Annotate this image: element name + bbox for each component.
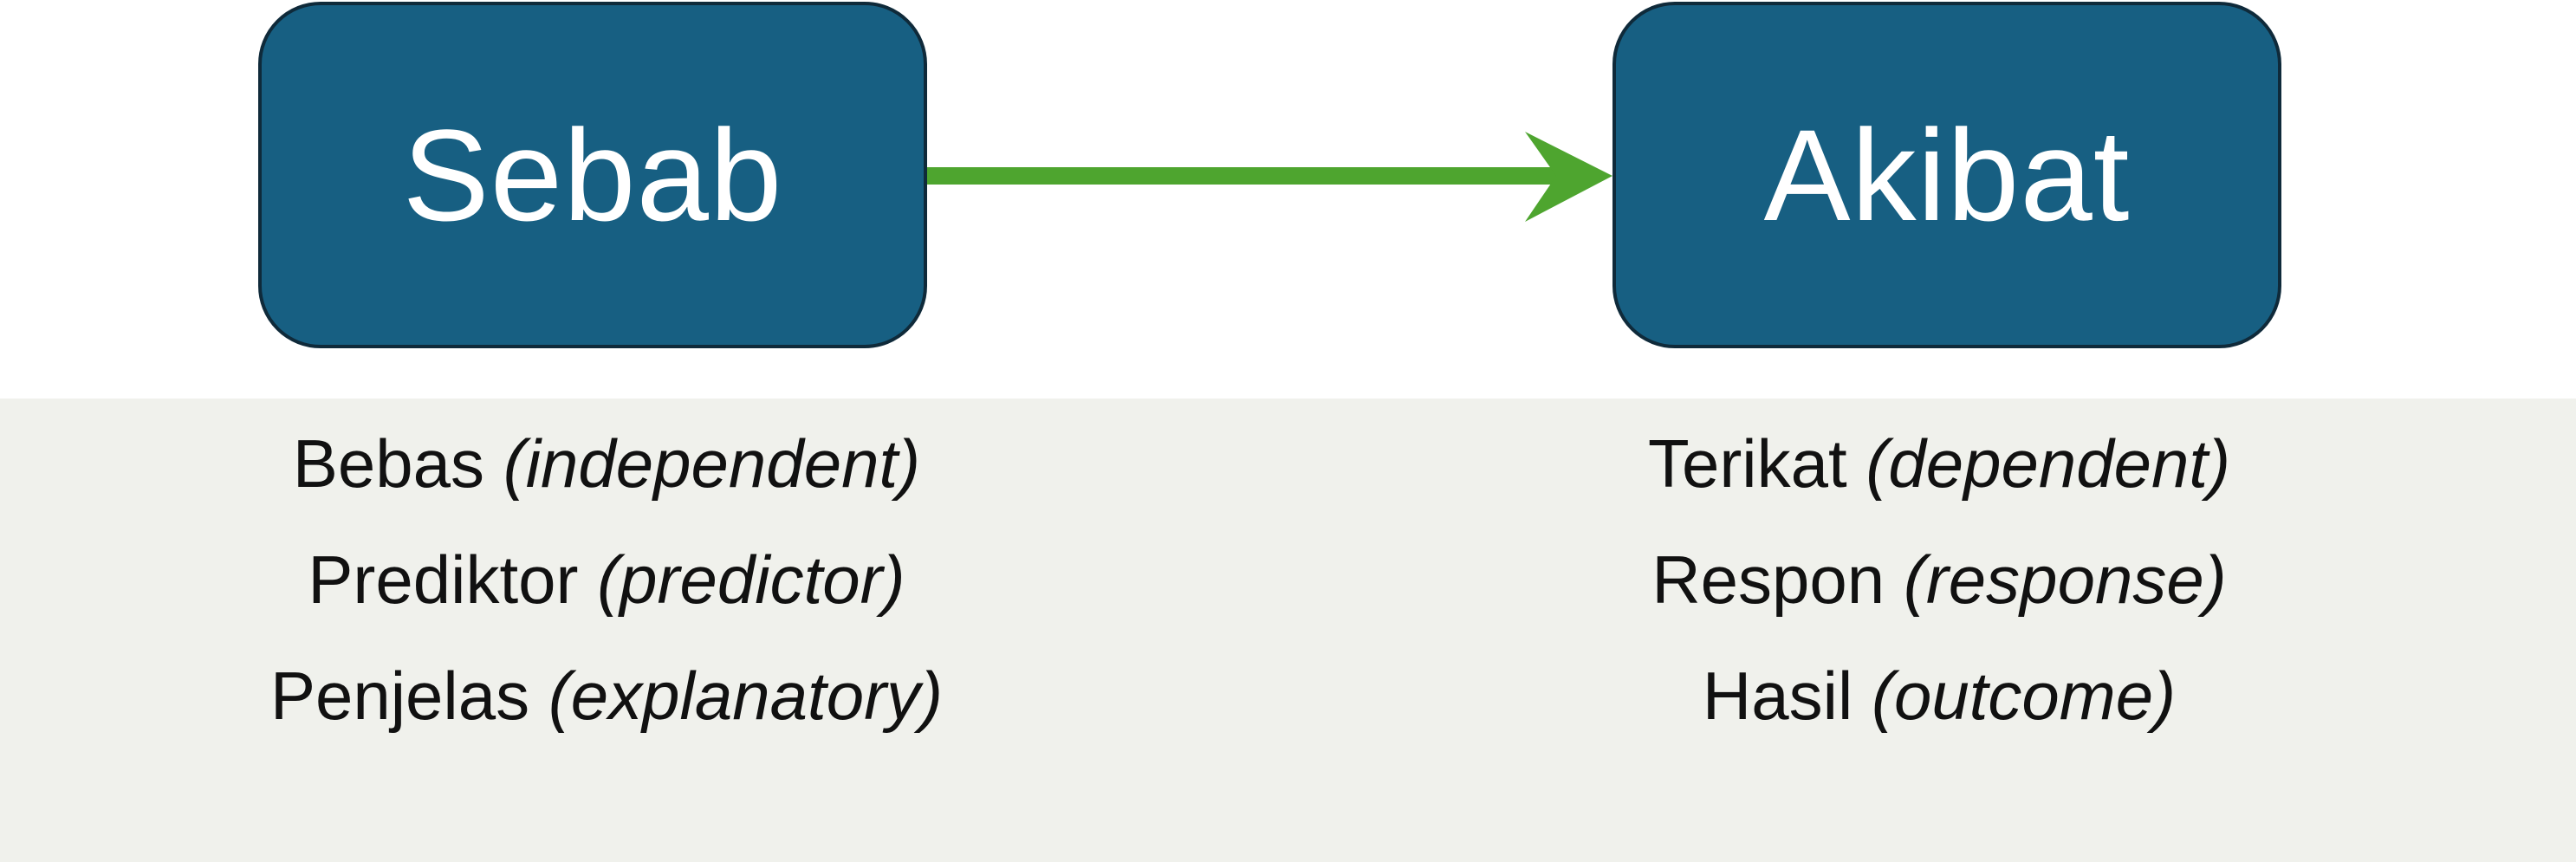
effect-term: Respon (response)	[1506, 522, 2372, 638]
term-english: (dependent)	[1865, 425, 2231, 502]
effect-terms-list: Terikat (dependent) Respon (response) Ha…	[1506, 405, 2372, 754]
term-word: Hasil	[1702, 658, 1853, 734]
cause-term: Penjelas (explanatory)	[173, 638, 1040, 754]
arrow-head-icon	[1525, 132, 1612, 222]
term-english: (predictor)	[597, 541, 905, 618]
term-word: Respon	[1651, 541, 1885, 618]
effect-term: Hasil (outcome)	[1506, 638, 2372, 754]
cause-label: Sebab	[402, 101, 783, 248]
effect-label: Akibat	[1763, 101, 2131, 248]
effect-term: Terikat (dependent)	[1506, 405, 2372, 522]
effect-box: Akibat	[1612, 2, 2281, 348]
term-english: (independent)	[503, 425, 921, 502]
term-word: Terikat	[1647, 425, 1847, 502]
cause-term: Bebas (independent)	[173, 405, 1040, 522]
term-english: (outcome)	[1871, 658, 2177, 734]
term-word: Penjelas	[269, 658, 530, 734]
cause-box: Sebab	[258, 2, 927, 348]
term-english: (explanatory)	[548, 658, 944, 734]
cause-term: Prediktor (predictor)	[173, 522, 1040, 638]
cause-effect-arrow	[927, 132, 1612, 222]
term-word: Prediktor	[308, 541, 579, 618]
terms-panel	[0, 399, 2576, 862]
cause-terms-list: Bebas (independent) Prediktor (predictor…	[173, 405, 1040, 754]
term-english: (response)	[1903, 541, 2227, 618]
term-word: Bebas	[292, 425, 485, 502]
